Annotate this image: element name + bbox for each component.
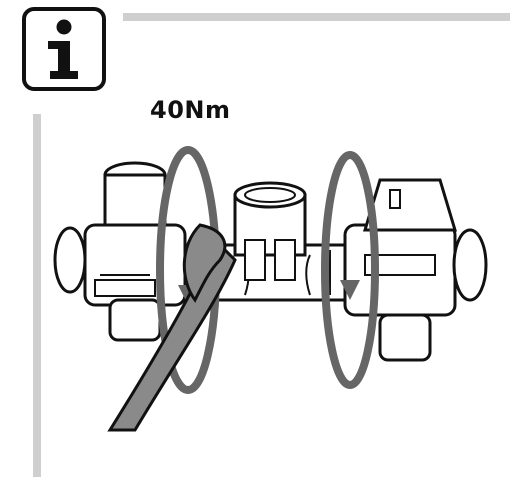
valve-tightening-illustration [53,146,488,432]
top-divider [123,13,510,21]
info-glyph [48,19,78,79]
info-icon [22,7,106,91]
left-divider [33,114,41,477]
torque-value: 40Nm [150,96,231,124]
right-valve [343,178,488,362]
center-connector [233,181,307,281]
wrench-icon [107,223,237,432]
